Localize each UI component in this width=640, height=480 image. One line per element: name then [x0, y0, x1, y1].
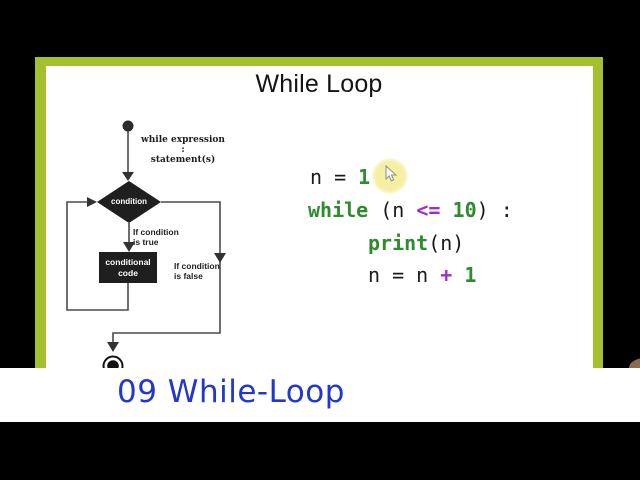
- conditional-code-label: conditional code: [105, 257, 151, 278]
- letterbox-top: [0, 0, 640, 57]
- conditional-code-box: [99, 252, 157, 283]
- caption-banner: 09 While-Loop: [0, 368, 640, 422]
- arrowhead-false-path: [214, 253, 226, 263]
- if-true-label: If condition is true: [133, 227, 179, 247]
- start-node: [122, 120, 134, 132]
- flow-line-false-path: [112, 201, 221, 343]
- condition-label: condition: [111, 197, 147, 206]
- arrowhead-into-end: [107, 342, 119, 352]
- arrowhead-into-condition: [122, 172, 134, 181]
- while-syntax-annotation: while expression : statement(s): [138, 135, 228, 165]
- code-line-3: print(n): [368, 231, 465, 255]
- arrowhead-loopback: [87, 197, 97, 207]
- code-line-1: n = 1: [310, 165, 371, 189]
- presenter-head-corner: [629, 358, 640, 368]
- mouse-cursor-icon: [385, 165, 398, 182]
- annotation-line2: statement(s): [150, 155, 216, 165]
- letterbox-bottom: [0, 422, 640, 480]
- code-line-4: n = n + 1: [368, 263, 477, 287]
- arrowhead-into-box: [123, 242, 135, 252]
- if-false-label: If condition is false: [174, 261, 220, 281]
- condition-diamond: [97, 181, 161, 223]
- code-line-2: while (n <= 10) :: [308, 198, 513, 222]
- lesson-caption: 09 While-Loop: [117, 374, 345, 410]
- annotation-line1: while expression :: [141, 135, 225, 155]
- slide-title: While Loop: [255, 70, 383, 98]
- flow-line-loopback: [66, 201, 129, 311]
